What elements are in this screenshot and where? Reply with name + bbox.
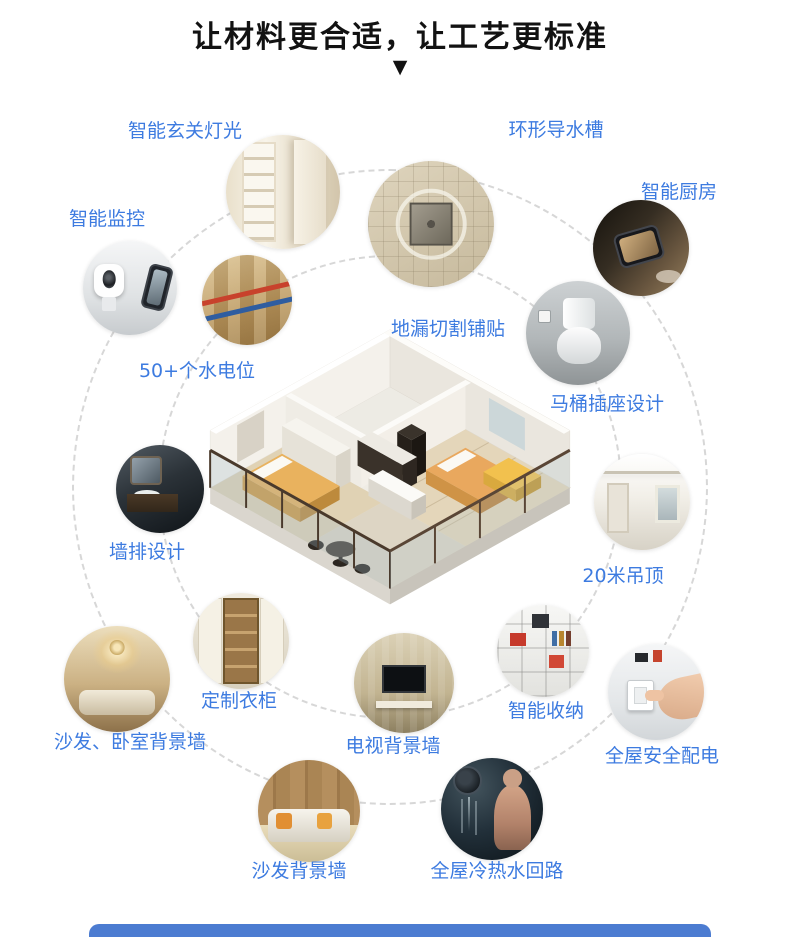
feature-label-wall-drain-design: 墙排设计	[108, 541, 186, 563]
photo-power-distribution	[608, 644, 704, 740]
feature-label-hot-cold-water-loop: 全屋冷热水回路	[430, 860, 564, 882]
phone-shape	[139, 263, 175, 313]
feature-label-smart-camera: 智能监控	[68, 208, 146, 230]
photo-floor-drain	[368, 161, 494, 287]
tv-console-shape	[376, 701, 432, 708]
photo-sofa-bedroom-wall	[64, 626, 170, 732]
balcony-railing	[209, 448, 571, 589]
pillow-shape	[276, 813, 292, 830]
drain-plate-shape	[409, 202, 453, 246]
storage-box-shape	[548, 654, 565, 669]
photo-wall-drain-design	[116, 445, 204, 533]
photo-custom-wardrobe	[193, 593, 289, 689]
light-switch-shape	[627, 680, 655, 712]
feature-label-ceiling: 20米吊顶	[582, 565, 664, 587]
floorplan-illustration	[192, 300, 588, 636]
feature-label-entry-lighting: 智能玄关灯光	[127, 120, 243, 142]
furniture	[242, 417, 542, 574]
feature-label-power-distribution: 全屋安全配电	[604, 745, 720, 767]
water-spray-shape	[467, 796, 470, 832]
feature-label-smart-kitchen: 智能厨房	[640, 181, 718, 203]
wall-socket-shape	[538, 310, 551, 323]
feature-label-ring-drain-channel: 环形导水槽	[508, 119, 604, 141]
device-shape	[634, 652, 649, 663]
storage-box-shape	[531, 614, 549, 628]
vanity-shape	[126, 494, 178, 512]
photo-tv-wall	[354, 633, 454, 733]
page-title: 让材料更合适，让工艺更标准	[192, 20, 608, 55]
person-shape	[494, 784, 531, 850]
phone-shape	[612, 223, 666, 270]
cabinet-shelves-shape	[241, 141, 277, 243]
cabinet-door-shape	[294, 139, 327, 245]
feature-label-drain-cut-tiling: 地漏切割铺贴	[390, 318, 506, 340]
photo-toilet-socket	[526, 281, 630, 385]
counter-bowl-shape	[656, 270, 682, 283]
feature-label-custom-wardrobe: 定制衣柜	[200, 690, 278, 712]
photo-water-electric-points	[202, 255, 292, 345]
guide-circle-outer	[72, 169, 708, 805]
sofa-shape	[78, 689, 156, 716]
photo-ceiling	[594, 454, 690, 550]
mirror-shape	[130, 455, 162, 486]
person-head-shape	[503, 769, 522, 788]
feature-label-sofa-bedroom-wall: 沙发、卧室背景墙	[53, 731, 207, 753]
photo-smart-camera	[83, 241, 177, 335]
finger-shape	[644, 690, 664, 701]
feature-label-water-electric-points: 50+个水电位	[138, 360, 256, 382]
device-shape	[653, 649, 662, 663]
pillow-shape	[317, 813, 333, 830]
feature-label-smart-storage: 智能收纳	[507, 700, 585, 722]
wardrobe-door-shape	[197, 597, 222, 685]
tv-screen-shape	[382, 665, 426, 693]
drain-cut-ring-shape	[395, 188, 467, 260]
photo-sofa-background-wall	[258, 760, 360, 862]
photo-entry-lighting	[226, 135, 340, 249]
ceiling-cove-shape	[594, 471, 690, 475]
doorway-shape	[607, 482, 629, 533]
storage-box-shape	[509, 632, 526, 647]
floorplan-svg	[209, 329, 571, 605]
toilet-bowl-shape	[557, 326, 601, 365]
photo-smart-kitchen	[593, 200, 689, 296]
shower-head-shape	[453, 766, 482, 795]
toilet-tank-shape	[563, 297, 595, 329]
down-triangle-icon: ▼	[392, 56, 408, 78]
camera-stand-shape	[101, 297, 116, 311]
camera-shape	[94, 263, 125, 298]
wardrobe-door-shape	[260, 597, 285, 685]
feature-label-tv-wall: 电视背景墙	[345, 735, 441, 757]
photo-smart-storage	[497, 605, 589, 697]
books-shape	[552, 630, 557, 647]
feature-label-sofa-background-wall: 沙发背景墙	[251, 860, 347, 882]
photo-hot-cold-water-loop	[441, 758, 543, 860]
bottom-banner	[89, 924, 711, 937]
chandelier-shape	[109, 639, 125, 655]
wardrobe-interior-shape	[222, 597, 260, 685]
feature-label-toilet-socket: 马桶插座设计	[549, 393, 665, 415]
window-shape	[655, 484, 681, 524]
